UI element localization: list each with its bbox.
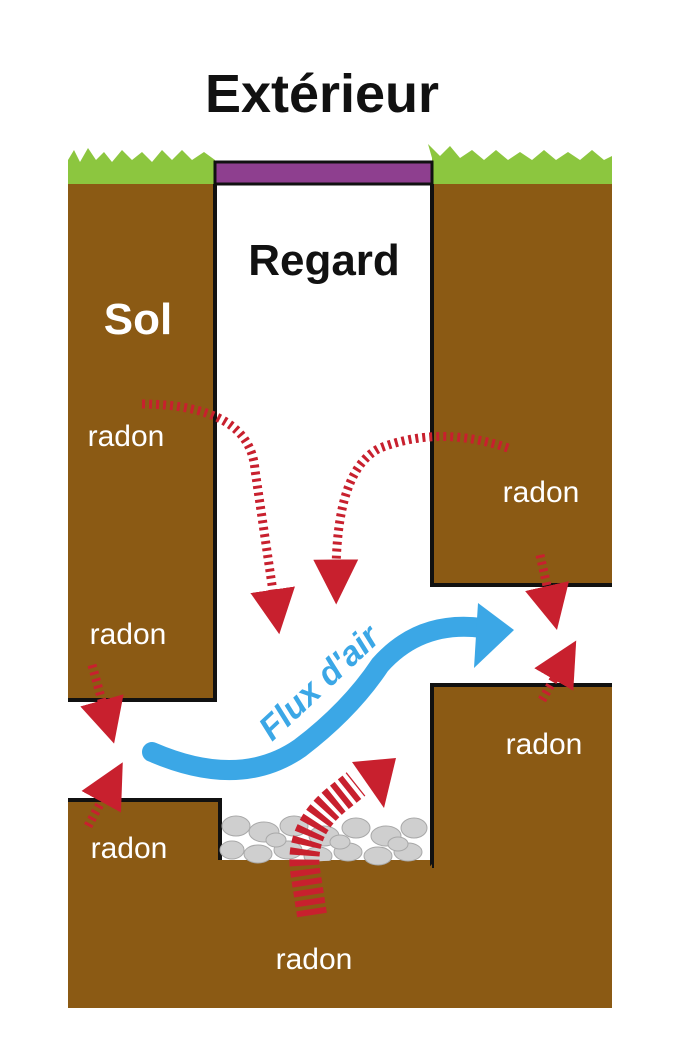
radon-label-5: radon [91, 832, 168, 865]
soil-label: Sol [104, 295, 172, 344]
radon-arrow-right-gap-up [534, 640, 577, 703]
airflow-arrow [142, 603, 514, 781]
radon-arrow-floor [289, 758, 396, 918]
exterior-title: Extérieur [205, 64, 439, 124]
radon-label-4: radon [506, 728, 583, 761]
radon-arrows [80, 399, 577, 829]
gravel-bed [219, 815, 428, 866]
radon-label-3: radon [90, 618, 167, 651]
grass [68, 144, 612, 184]
radon-arrow-left-gap-down [80, 663, 124, 744]
manhole-label: Regard [248, 236, 400, 285]
radon-label-6: radon [276, 943, 353, 976]
radon-arrow-right-gap-down [525, 554, 569, 630]
radon-label-2: radon [503, 476, 580, 509]
gravel-soil-edge [220, 860, 432, 874]
radon-label-1: radon [88, 420, 165, 453]
manhole-lid [213, 160, 434, 186]
radon-arrow-right-wall [313, 432, 510, 605]
radon-arrow-left-gap-up [81, 762, 123, 829]
